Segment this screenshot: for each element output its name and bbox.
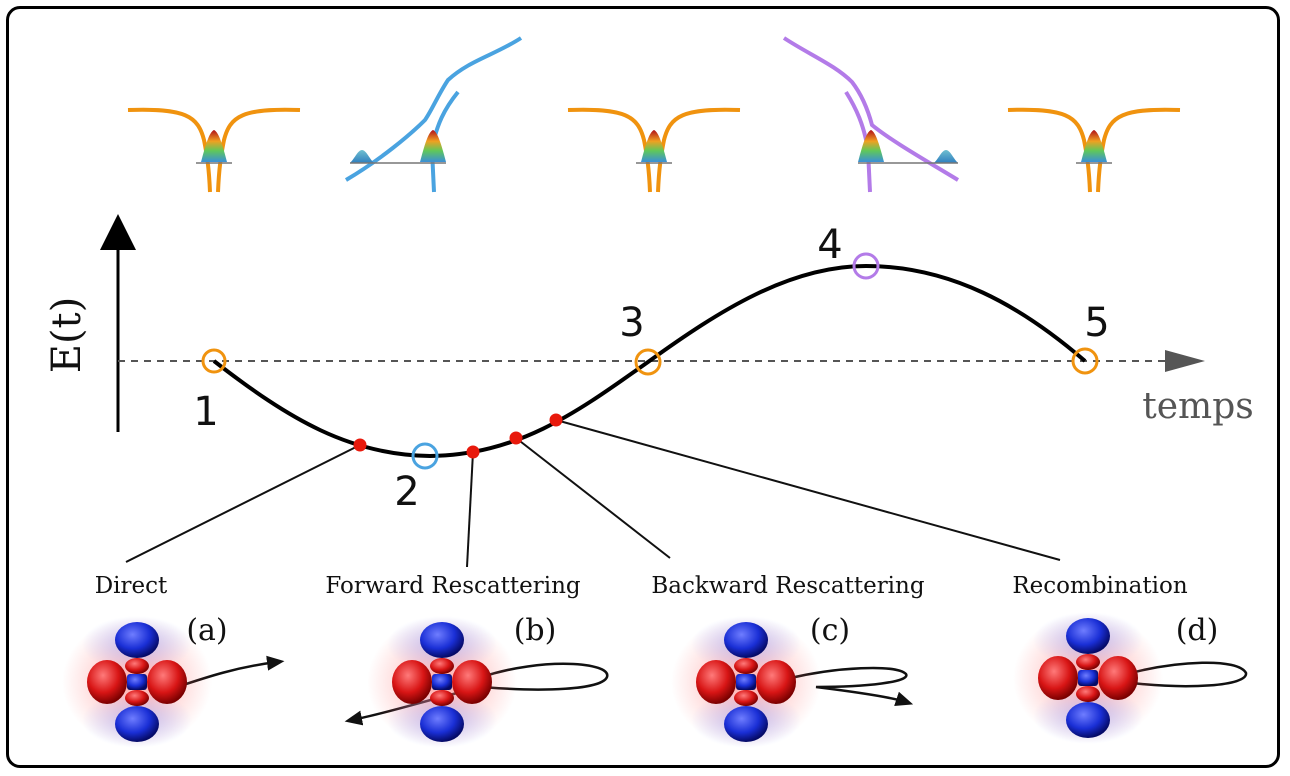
caption-direct: Direct xyxy=(95,573,168,599)
point-marker-4 xyxy=(852,252,880,280)
point-number-1: 1 xyxy=(193,389,218,435)
point-number-2: 2 xyxy=(394,469,419,515)
point-number-4: 4 xyxy=(817,222,842,268)
panel-label-c: (c) xyxy=(810,613,850,648)
potential-well-point-5 xyxy=(1007,107,1181,193)
connector-lines xyxy=(125,419,1061,568)
orbital-panel-b xyxy=(344,616,609,748)
point-marker-2 xyxy=(411,442,439,470)
event-dot-direct xyxy=(353,438,367,452)
point-marker-3 xyxy=(634,348,662,376)
orbital-panel-d xyxy=(1013,612,1248,744)
event-dots xyxy=(353,413,563,459)
event-dot-forward xyxy=(466,445,480,459)
caption-forward-rescattering: Forward Rescattering xyxy=(325,573,581,599)
panel-label-d: (d) xyxy=(1176,613,1219,648)
orbital-panel-c xyxy=(671,616,914,748)
point-number-5: 5 xyxy=(1084,300,1109,346)
point-marker-1 xyxy=(201,348,227,374)
event-dot-recombination xyxy=(549,413,563,427)
event-dot-backward xyxy=(509,431,523,445)
potential-well-point-2 xyxy=(344,36,523,193)
point-number-3: 3 xyxy=(619,300,644,346)
caption-backward-rescattering: Backward Rescattering xyxy=(651,573,924,599)
panel-label-b: (b) xyxy=(514,613,557,648)
potential-well-point-1 xyxy=(127,107,301,193)
time-axis-arrowhead xyxy=(1165,350,1205,372)
x-axis-label: temps xyxy=(1142,386,1253,427)
potential-well-point-3 xyxy=(567,107,741,193)
potential-well-point-4 xyxy=(782,36,960,193)
trajectory-c xyxy=(785,666,914,706)
trajectory-d xyxy=(1115,661,1248,691)
y-axis-label: E(t) xyxy=(44,297,90,373)
point-marker-5 xyxy=(1071,347,1099,375)
caption-recombination: Recombination xyxy=(1012,573,1188,599)
orbital-panel-a xyxy=(62,616,285,748)
